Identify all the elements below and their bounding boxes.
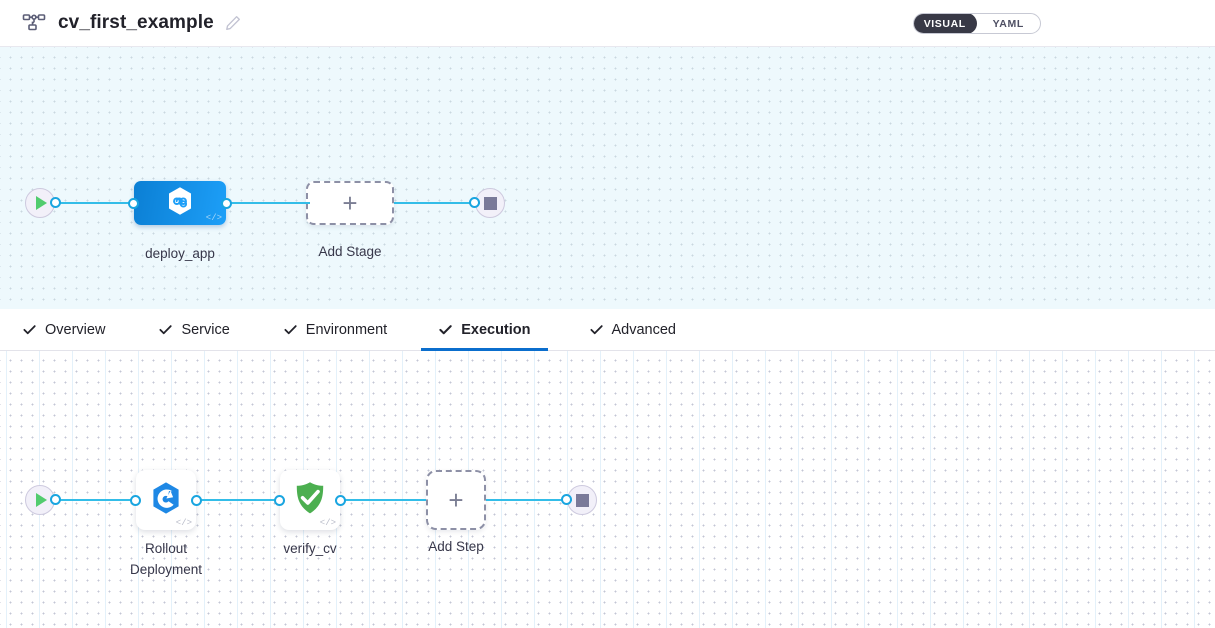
code-badge: </> xyxy=(205,213,222,223)
plus-icon: + xyxy=(448,485,464,515)
start-output-port[interactable] xyxy=(50,494,61,505)
harness-deployment-icon xyxy=(165,185,195,222)
check-icon xyxy=(158,322,173,337)
end-circle xyxy=(475,188,505,218)
stage-input-port[interactable] xyxy=(128,198,139,209)
stage-label: deploy_app xyxy=(145,246,215,261)
toggle-option-yaml[interactable]: YAML xyxy=(992,17,1024,30)
code-badge: </> xyxy=(175,518,192,528)
pipeline-end-node[interactable] xyxy=(469,188,505,218)
tab-label: Execution xyxy=(461,321,531,338)
check-icon xyxy=(589,322,604,337)
code-badge: </> xyxy=(319,518,336,528)
add-step-label: Add Step xyxy=(428,539,484,554)
rollout-deployment-icon xyxy=(149,480,183,521)
check-icon xyxy=(438,322,453,337)
tab-label: Overview xyxy=(45,321,106,338)
edge-start-to-rollout xyxy=(54,499,138,501)
start-output-port[interactable] xyxy=(50,197,61,208)
step-label: verify_cv xyxy=(283,541,337,556)
stage-canvas[interactable]: </> deploy_app + Add Stage xyxy=(0,47,1215,309)
check-icon xyxy=(283,322,298,337)
step-output-port[interactable] xyxy=(191,495,202,506)
page-title: cv_first_example xyxy=(58,12,214,33)
pencil-edit-icon[interactable] xyxy=(214,14,242,32)
play-icon xyxy=(36,196,47,210)
tab-service[interactable]: Service xyxy=(158,309,230,351)
stop-icon xyxy=(575,493,589,507)
execution-canvas[interactable]: </> Rollout Deployment </> verify_cv xyxy=(0,351,1215,628)
step-card[interactable]: </> xyxy=(280,470,340,530)
step-node-rollout-deployment[interactable]: </> Rollout Deployment xyxy=(130,470,202,577)
check-icon xyxy=(22,322,37,337)
tab-advanced[interactable]: Advanced xyxy=(589,309,677,351)
add-stage-node[interactable]: + Add Stage xyxy=(306,181,394,259)
page-header: cv_first_example VISUAL YAML xyxy=(0,0,1215,47)
play-icon xyxy=(36,493,47,507)
edge-verify-to-addstep xyxy=(342,499,426,501)
add-step-node[interactable]: + Add Step xyxy=(426,470,486,554)
execution-start-node[interactable] xyxy=(25,485,61,515)
view-mode-toggle[interactable]: VISUAL YAML xyxy=(913,13,1041,34)
step-output-port[interactable] xyxy=(335,495,346,506)
tab-execution[interactable]: Execution xyxy=(421,309,548,351)
toggle-option-visual[interactable]: VISUAL xyxy=(914,14,977,33)
end-input-port[interactable] xyxy=(469,197,480,208)
stage-tab-bar[interactable]: Overview Service Environment Execution A… xyxy=(0,309,1215,351)
step-label: Rollout Deployment xyxy=(129,541,203,577)
tab-label: Advanced xyxy=(611,321,677,338)
tab-label: Environment xyxy=(305,321,388,338)
edge-start-to-deploy xyxy=(54,202,138,204)
step-input-port[interactable] xyxy=(130,495,141,506)
execution-end-node[interactable] xyxy=(561,485,597,515)
start-circle xyxy=(25,485,55,515)
plus-icon: + xyxy=(342,188,358,218)
add-stage-label: Add Stage xyxy=(318,244,382,259)
pipeline-start-node[interactable] xyxy=(25,188,61,218)
edge-rollout-to-verify xyxy=(198,499,282,501)
edge-addstage-to-end xyxy=(394,202,480,204)
stage-node-deploy-app[interactable]: </> deploy_app xyxy=(128,181,232,261)
stage-output-port[interactable] xyxy=(221,198,232,209)
step-node-verify-cv[interactable]: </> verify_cv xyxy=(274,470,346,556)
end-input-port[interactable] xyxy=(561,494,572,505)
pipeline-tree-icon xyxy=(0,11,46,35)
tab-label: Service xyxy=(181,321,230,338)
add-step-button[interactable]: + xyxy=(426,470,486,530)
stop-icon xyxy=(483,196,497,210)
tab-overview[interactable]: Overview xyxy=(22,309,105,351)
stage-card[interactable]: </> xyxy=(134,181,226,225)
step-card[interactable]: </> xyxy=(136,470,196,530)
add-stage-button[interactable]: + xyxy=(306,181,394,225)
tab-environment[interactable]: Environment xyxy=(283,309,387,351)
edge-deploy-to-addstage xyxy=(226,202,310,204)
edge-addstep-to-end xyxy=(486,499,572,501)
end-circle xyxy=(567,485,597,515)
green-shield-check-icon xyxy=(293,480,327,521)
step-input-port[interactable] xyxy=(274,495,285,506)
